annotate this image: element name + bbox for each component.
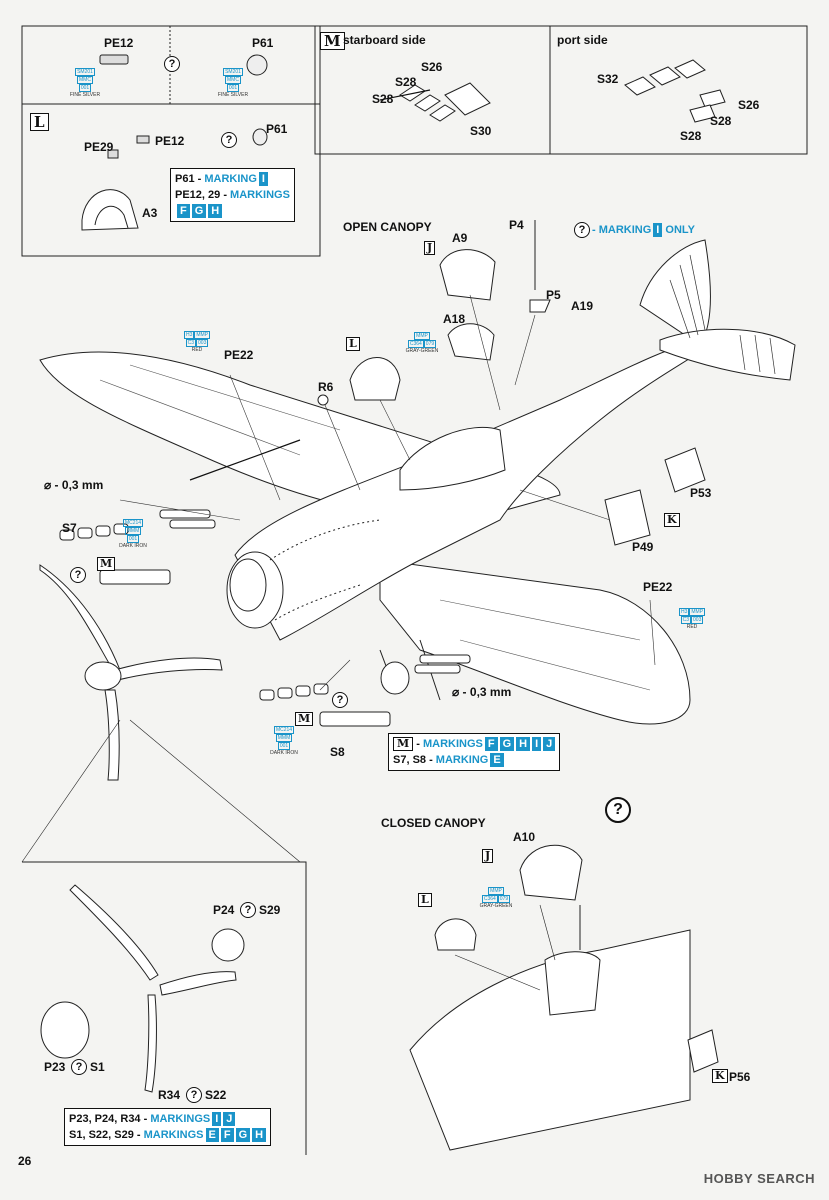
paint-callout-p61: SM201 MMC 001 FINE SILVER bbox=[217, 68, 249, 98]
part-S26-starboard: S26 bbox=[421, 60, 443, 74]
part-S1: S1 bbox=[90, 1060, 105, 1074]
part-P61: P61 bbox=[252, 36, 274, 50]
paint-callout-s7: MC214 MMM 001 DARK IRON bbox=[119, 519, 147, 549]
part-S7: S7 bbox=[62, 521, 77, 535]
part-A10: A10 bbox=[513, 830, 536, 844]
part-PE12-L: PE12 bbox=[155, 134, 185, 148]
part-R34: R34 bbox=[158, 1088, 181, 1102]
part-S28-port-2: S28 bbox=[680, 129, 702, 143]
part-PE12: PE12 bbox=[104, 36, 134, 50]
optional-icon: ? bbox=[164, 56, 180, 72]
optional-icon-large: ? bbox=[605, 797, 631, 823]
closed-canopy-title: CLOSED CANOPY bbox=[381, 816, 486, 830]
optional-icon: ? bbox=[70, 567, 86, 583]
optional-icon: ? bbox=[221, 132, 237, 148]
drill-note-2: ⌀ - 0,3 mm bbox=[452, 685, 512, 699]
part-S30: S30 bbox=[470, 124, 492, 138]
watermark: HOBBY SEARCH bbox=[703, 1171, 815, 1186]
step-L-badge-open: L bbox=[346, 337, 360, 351]
port-title: port side bbox=[557, 33, 608, 47]
part-A9: A9 bbox=[452, 231, 468, 245]
paint-callout-s8: MC214 MMM 001 DARK IRON bbox=[270, 726, 298, 756]
part-S28-starboard-1: S28 bbox=[395, 75, 417, 89]
part-S28-port-1: S28 bbox=[710, 114, 732, 128]
part-P61-L: P61 bbox=[266, 122, 288, 136]
page-number: 26 bbox=[18, 1154, 32, 1168]
part-P56: P56 bbox=[729, 1070, 751, 1084]
step-L-badge-closed: L bbox=[418, 893, 432, 907]
frame-L bbox=[21, 103, 321, 257]
part-A19: A19 bbox=[571, 299, 594, 313]
part-R6: R6 bbox=[318, 380, 334, 394]
part-P49: P49 bbox=[632, 540, 654, 554]
part-A18: A18 bbox=[443, 312, 466, 326]
part-P24: P24 bbox=[213, 903, 235, 917]
part-P4: P4 bbox=[509, 218, 524, 232]
part-P23: P23 bbox=[44, 1060, 66, 1074]
optional-icon: ? bbox=[240, 902, 256, 918]
part-P5: P5 bbox=[546, 288, 561, 302]
step-M-badge: M bbox=[320, 32, 345, 51]
part-PE22-top: PE22 bbox=[224, 348, 254, 362]
step-L-badge: L bbox=[30, 113, 49, 132]
part-P53: P53 bbox=[690, 486, 712, 500]
optional-icon: ? bbox=[574, 222, 590, 238]
step-K-badge-closed: K bbox=[712, 1069, 728, 1083]
step-J-badge-open: J bbox=[424, 241, 436, 255]
step-J-badge-closed: J bbox=[482, 849, 494, 863]
step-K-badge-open: K bbox=[664, 513, 680, 527]
part-S28-starboard-2: S28 bbox=[372, 92, 394, 106]
part-A3: A3 bbox=[142, 206, 158, 220]
part-PE22-right: PE22 bbox=[643, 580, 673, 594]
part-PE29: PE29 bbox=[84, 140, 114, 154]
step-M-badge-s7: M bbox=[97, 557, 116, 571]
paint-callout-pe12: SM201 MMC 001 FINE SILVER bbox=[69, 68, 101, 98]
open-canopy-title: OPEN CANOPY bbox=[343, 220, 432, 234]
starboard-title: starboard side bbox=[343, 33, 426, 47]
optional-icon: ? bbox=[186, 1087, 202, 1103]
frame-M bbox=[314, 25, 808, 155]
part-S32: S32 bbox=[597, 72, 619, 86]
step-M-badge-s8: M bbox=[295, 712, 314, 726]
drill-note-1: ⌀ - 0,3 mm bbox=[44, 478, 104, 492]
optional-icon: ? bbox=[71, 1059, 87, 1075]
optional-icon: ? bbox=[332, 692, 348, 708]
part-S26-port: S26 bbox=[738, 98, 760, 112]
part-S29: S29 bbox=[259, 903, 281, 917]
part-S22: S22 bbox=[205, 1088, 227, 1102]
part-S8: S8 bbox=[330, 745, 345, 759]
